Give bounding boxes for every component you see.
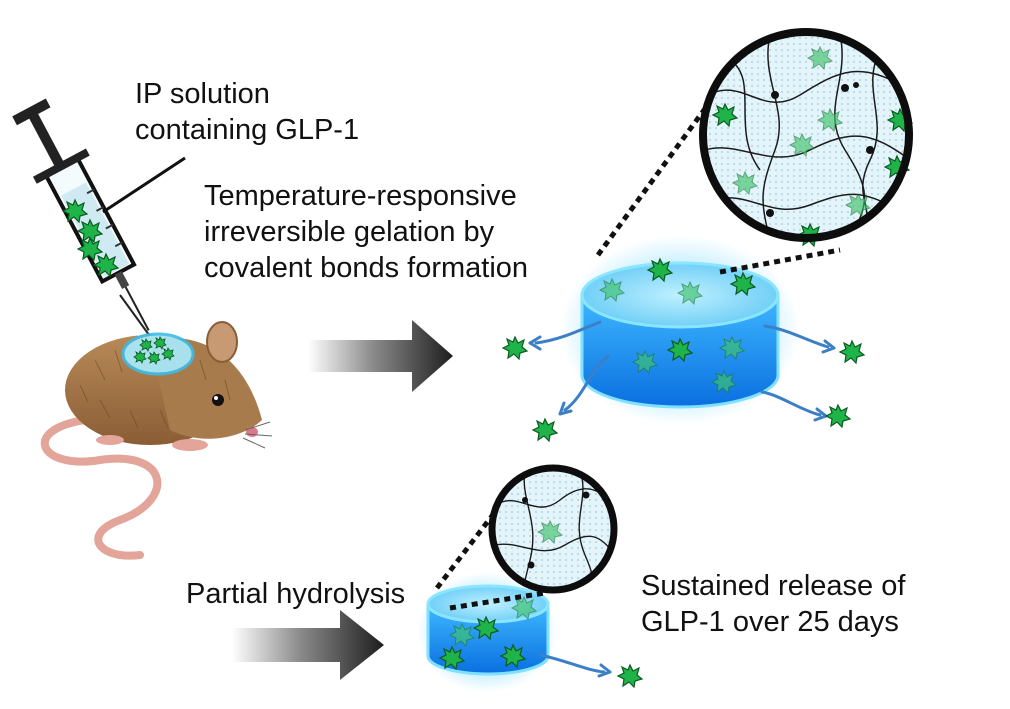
gelation-label: Temperature-responsive irreversible gela… (204, 178, 528, 286)
hydrolysis-label: Partial hydrolysis (186, 576, 405, 612)
zoom-line-left (595, 93, 718, 257)
release-line-1: Sustained release of (641, 570, 906, 602)
ip-solution-label: IP solution containing GLP-1 (135, 76, 359, 148)
zoom-line-small-right (449, 590, 546, 611)
release-label: Sustained release of GLP-1 over 25 days (641, 568, 905, 640)
process-arrow-icon-2 (232, 610, 384, 680)
gelation-line-1: Temperature-responsive (204, 180, 517, 212)
polymer-network-icon (699, 28, 913, 247)
release-arrows-top (528, 320, 836, 422)
gelation-line-3: covalent bonds formation (204, 252, 529, 284)
ip-solution-line-1: IP solution (135, 78, 270, 110)
gelation-line-2: irreversible gelation by (204, 216, 495, 248)
hydrolysis-text: Partial hydrolysis (186, 578, 406, 610)
ip-solution-leader-line (102, 156, 186, 214)
zoom-line-right (719, 247, 841, 275)
mouse-icon (40, 321, 273, 560)
release-line-2: GLP-1 over 25 days (641, 606, 899, 638)
polymer-network-small-icon (488, 464, 618, 594)
zoom-line-small-left (435, 510, 497, 590)
release-arrow-small (538, 653, 612, 678)
hydrogel-disc-icon (560, 235, 800, 425)
ip-solution-line-2: containing GLP-1 (135, 114, 360, 146)
syringe-icon (12, 98, 161, 351)
process-arrow-icon (308, 320, 453, 392)
